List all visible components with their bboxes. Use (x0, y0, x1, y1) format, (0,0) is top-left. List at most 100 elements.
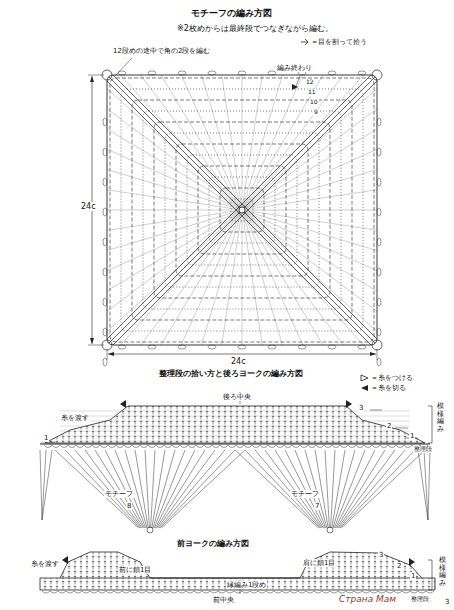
round-9 (143, 111, 341, 309)
motif-fan-line (339, 450, 405, 528)
picot (377, 178, 381, 186)
dimension-arrow (90, 76, 376, 356)
picot (118, 345, 126, 349)
motif-fan-line (335, 450, 375, 528)
corner-diagonal (107, 207, 239, 342)
picot (377, 298, 381, 306)
chain-loop (388, 445, 396, 448)
motif-fan-line (332, 450, 345, 528)
chain-loop (162, 591, 170, 593)
chart-label: 1 (43, 434, 49, 442)
radial-line (222, 210, 242, 345)
row-line (60, 421, 410, 422)
motif-corner (147, 527, 153, 533)
picot (377, 238, 381, 246)
legend-item: ＝糸をつける (360, 373, 413, 383)
chain-loop (252, 445, 260, 448)
picot (103, 268, 107, 276)
center-ring (239, 207, 245, 213)
radial-line (242, 75, 323, 210)
motif-fan-line (158, 450, 215, 528)
chain-loop (266, 591, 274, 593)
chain-loop (130, 591, 138, 593)
picot (377, 208, 381, 216)
chain-loop (66, 591, 74, 593)
corner-diagonal (110, 75, 245, 207)
picot (103, 328, 107, 336)
chain-loop (92, 445, 100, 448)
chain-loop (402, 591, 410, 593)
chart-label: 24c (230, 357, 247, 366)
radial-line (107, 210, 242, 291)
chart-label: 肩に鎖1目 (302, 559, 336, 567)
motif-fan-line (295, 450, 326, 528)
chain-loop (292, 445, 300, 448)
radial-line (161, 210, 242, 345)
chart-label: 整理段 (413, 446, 433, 453)
corner-diagonal (107, 78, 239, 213)
radial-line (107, 210, 242, 230)
motif-fan-line (325, 450, 329, 528)
shoulder-left (60, 552, 150, 578)
chart-label: 8 (126, 502, 132, 510)
radial-line (107, 129, 242, 210)
radial-line (242, 210, 303, 345)
picot (377, 118, 381, 126)
chain-loop (218, 591, 226, 593)
chain-loop (154, 591, 162, 593)
radial-line (242, 75, 364, 210)
picot (358, 345, 366, 349)
chain-loop (274, 591, 282, 593)
chain-loop (418, 591, 426, 593)
chart-label: モチーフ (104, 490, 134, 498)
bracket (428, 560, 432, 590)
radial-line (242, 129, 377, 210)
round-3 (209, 177, 275, 243)
radial-line (242, 210, 377, 230)
chart-label: 10 (309, 99, 319, 106)
legend-symbol (360, 384, 369, 392)
row-line (60, 436, 410, 437)
corner-diagonal (245, 207, 377, 342)
chart-label: 3 (378, 551, 384, 559)
radial-line (107, 210, 242, 311)
chart-label: 7 (314, 502, 320, 510)
chain-loop (122, 591, 130, 593)
chart-label: 整理段 (410, 596, 430, 603)
front-edge (150, 578, 300, 579)
end-mark (292, 84, 298, 90)
motif-strokes (107, 75, 377, 345)
row-arrow (370, 410, 382, 411)
corner-diagonal (239, 213, 374, 345)
picot (103, 148, 107, 156)
motif-fan-line (428, 450, 430, 520)
radial-line (107, 210, 242, 211)
radial-line (107, 210, 242, 271)
motif-fan-line (55, 450, 139, 528)
picot (178, 71, 186, 75)
chain-loop (370, 591, 378, 593)
motif-outline (107, 75, 377, 345)
radial-line (242, 210, 377, 291)
legend-text: ＝糸をつける (371, 373, 413, 383)
chain-loop (58, 591, 66, 593)
radial-line (242, 210, 377, 271)
row-line (60, 441, 410, 442)
radial-line (242, 210, 377, 332)
motif-fan-line (155, 450, 195, 528)
picot (148, 71, 156, 75)
picot (377, 358, 381, 366)
dimension-tick (88, 345, 104, 346)
chart-label: 12 (305, 79, 315, 86)
chain-loop (276, 445, 284, 448)
chain-loop (124, 445, 132, 448)
join-mark (361, 375, 368, 381)
chain-loop (100, 445, 108, 448)
round-10 (132, 100, 352, 320)
corner-diagonal (239, 75, 374, 207)
motif-fan-line (340, 450, 415, 528)
chain-loop (404, 445, 412, 448)
chain-loop (260, 445, 268, 448)
motif-fan-line (125, 450, 147, 528)
row-line (60, 416, 410, 417)
